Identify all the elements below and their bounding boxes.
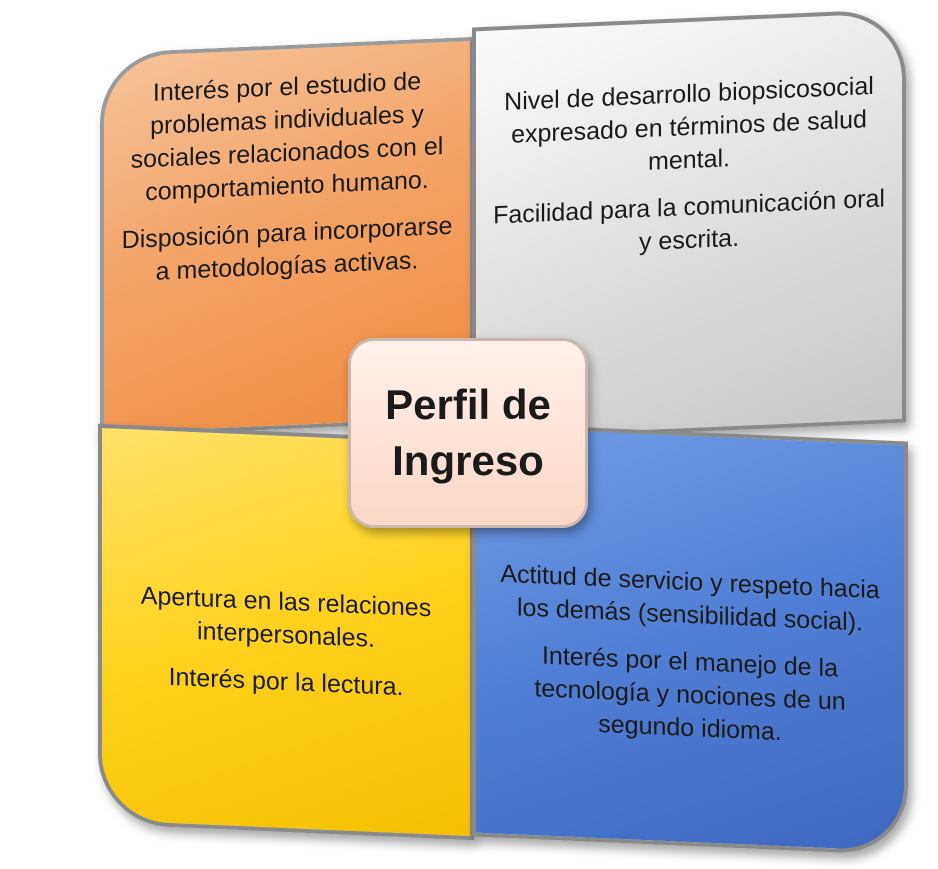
center-title-line-2: Ingreso (392, 437, 544, 484)
center-title-line-1: Perfil de (385, 381, 551, 428)
center-title-box: Perfil de Ingreso (348, 338, 588, 528)
top-left-text-2: Disposición para incorporarse a metodolo… (121, 211, 453, 286)
top-left-text-1: Interés por el estudio de problemas indi… (130, 67, 444, 207)
bottom-left-text-1: Apertura en las relaciones interpersonal… (140, 581, 432, 653)
bottom-right-text-1: Actitud de servicio y respeto hacia los … (500, 559, 880, 637)
top-right-text-2: Facilidad para la comunicación oral y es… (493, 184, 885, 257)
bottom-left-text-2: Interés por la lectura. (168, 662, 404, 702)
bottom-right-text-2: Interés por el manejo de la tecnología y… (534, 641, 846, 747)
top-right-text-1: Nivel de desarrollo biopsicosocial expre… (504, 71, 874, 176)
